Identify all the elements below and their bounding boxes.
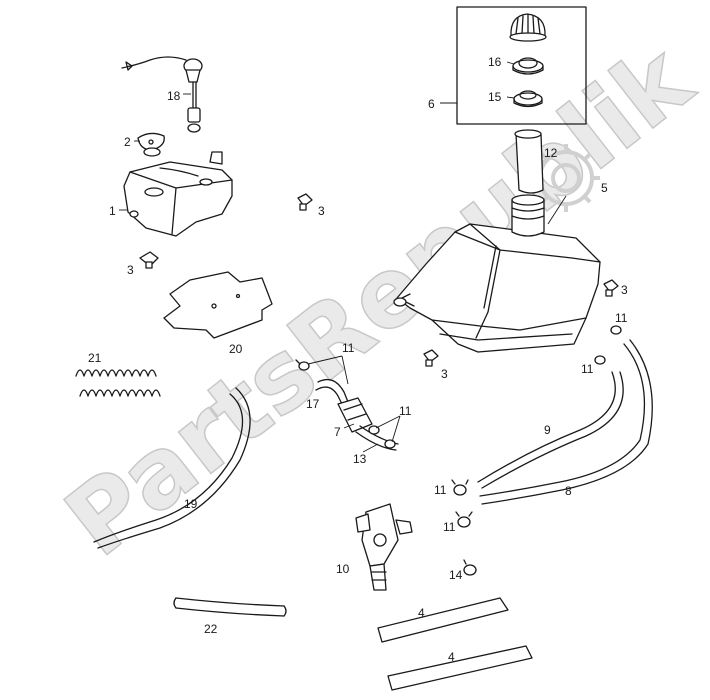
oil-tank-cap-part [137,132,165,157]
callout-11-d: 11 [581,362,594,376]
bolt-part-c [603,279,619,297]
hose-part-8 [479,339,653,505]
callout-3-b: 3 [127,263,134,277]
callout-16: 16 [488,55,502,69]
callout-3-a: 3 [318,204,325,218]
oil-tank-part [123,151,233,237]
callout-11-b: 11 [399,404,412,418]
callout-14: 14 [449,568,463,582]
callout-6: 6 [428,97,435,111]
hose-part-17 [315,378,349,405]
callout-10: 10 [336,562,350,576]
callout-4-a: 4 [418,606,425,620]
callout-3-d: 3 [441,367,448,381]
callout-11-a: 11 [342,341,355,355]
foam-strip-part-b [387,645,533,691]
callout-3-c: 3 [621,283,628,297]
bolt-part-a [297,193,313,211]
callout-15: 15 [488,90,502,104]
shield-plate-part [163,271,273,339]
cap-seal-part [513,90,543,108]
hose-clip-part-f [455,511,473,528]
hose-clip-part-c [610,325,622,335]
callout-11-f: 11 [443,520,456,534]
callout-20: 20 [229,342,243,356]
fuel-cap-part [509,13,547,42]
bolt-part-d [423,349,439,367]
callout-8: 8 [565,484,572,498]
watermark: PartsRepublik [44,21,710,578]
callout-21: 21 [88,351,102,365]
tap-clip-part [463,559,477,576]
callout-4-b: 4 [448,650,455,664]
hose-clip-part-d [594,355,606,365]
hose-clip-part-e [451,479,469,496]
filler-neck-tube-part [514,129,544,194]
hose-part-19 [93,387,251,549]
main-fuel-tank-part [393,194,601,353]
hose-clip-part-b [368,425,396,449]
spring-part [75,369,161,397]
fuel-level-sender-part [121,56,203,133]
hose-part-9 [477,371,624,489]
callout-13: 13 [353,452,367,466]
callout-22: 22 [204,622,218,636]
callout-9: 9 [544,423,551,437]
foam-strip-part-a [377,597,509,643]
callout-1: 1 [109,204,116,218]
callout-2: 2 [124,135,131,149]
hose-part-22 [173,597,287,617]
callout-19: 19 [184,497,198,511]
callout-11-c: 11 [615,311,628,325]
hose-clip-part-a [295,359,310,371]
cap-gasket-part [512,57,544,75]
filler-cap-group-box [456,6,587,125]
callout-5: 5 [601,181,608,195]
callout-17: 17 [306,397,320,411]
callout-12: 12 [544,146,558,160]
bolt-part-b [139,251,159,269]
callout-11-e: 11 [434,483,447,497]
callout-7: 7 [334,425,341,439]
callout-18: 18 [167,89,181,103]
fuel-tap-part [355,503,413,591]
watermark-text: PartsRepublik [45,22,710,578]
fuel-filter-part [337,397,373,433]
